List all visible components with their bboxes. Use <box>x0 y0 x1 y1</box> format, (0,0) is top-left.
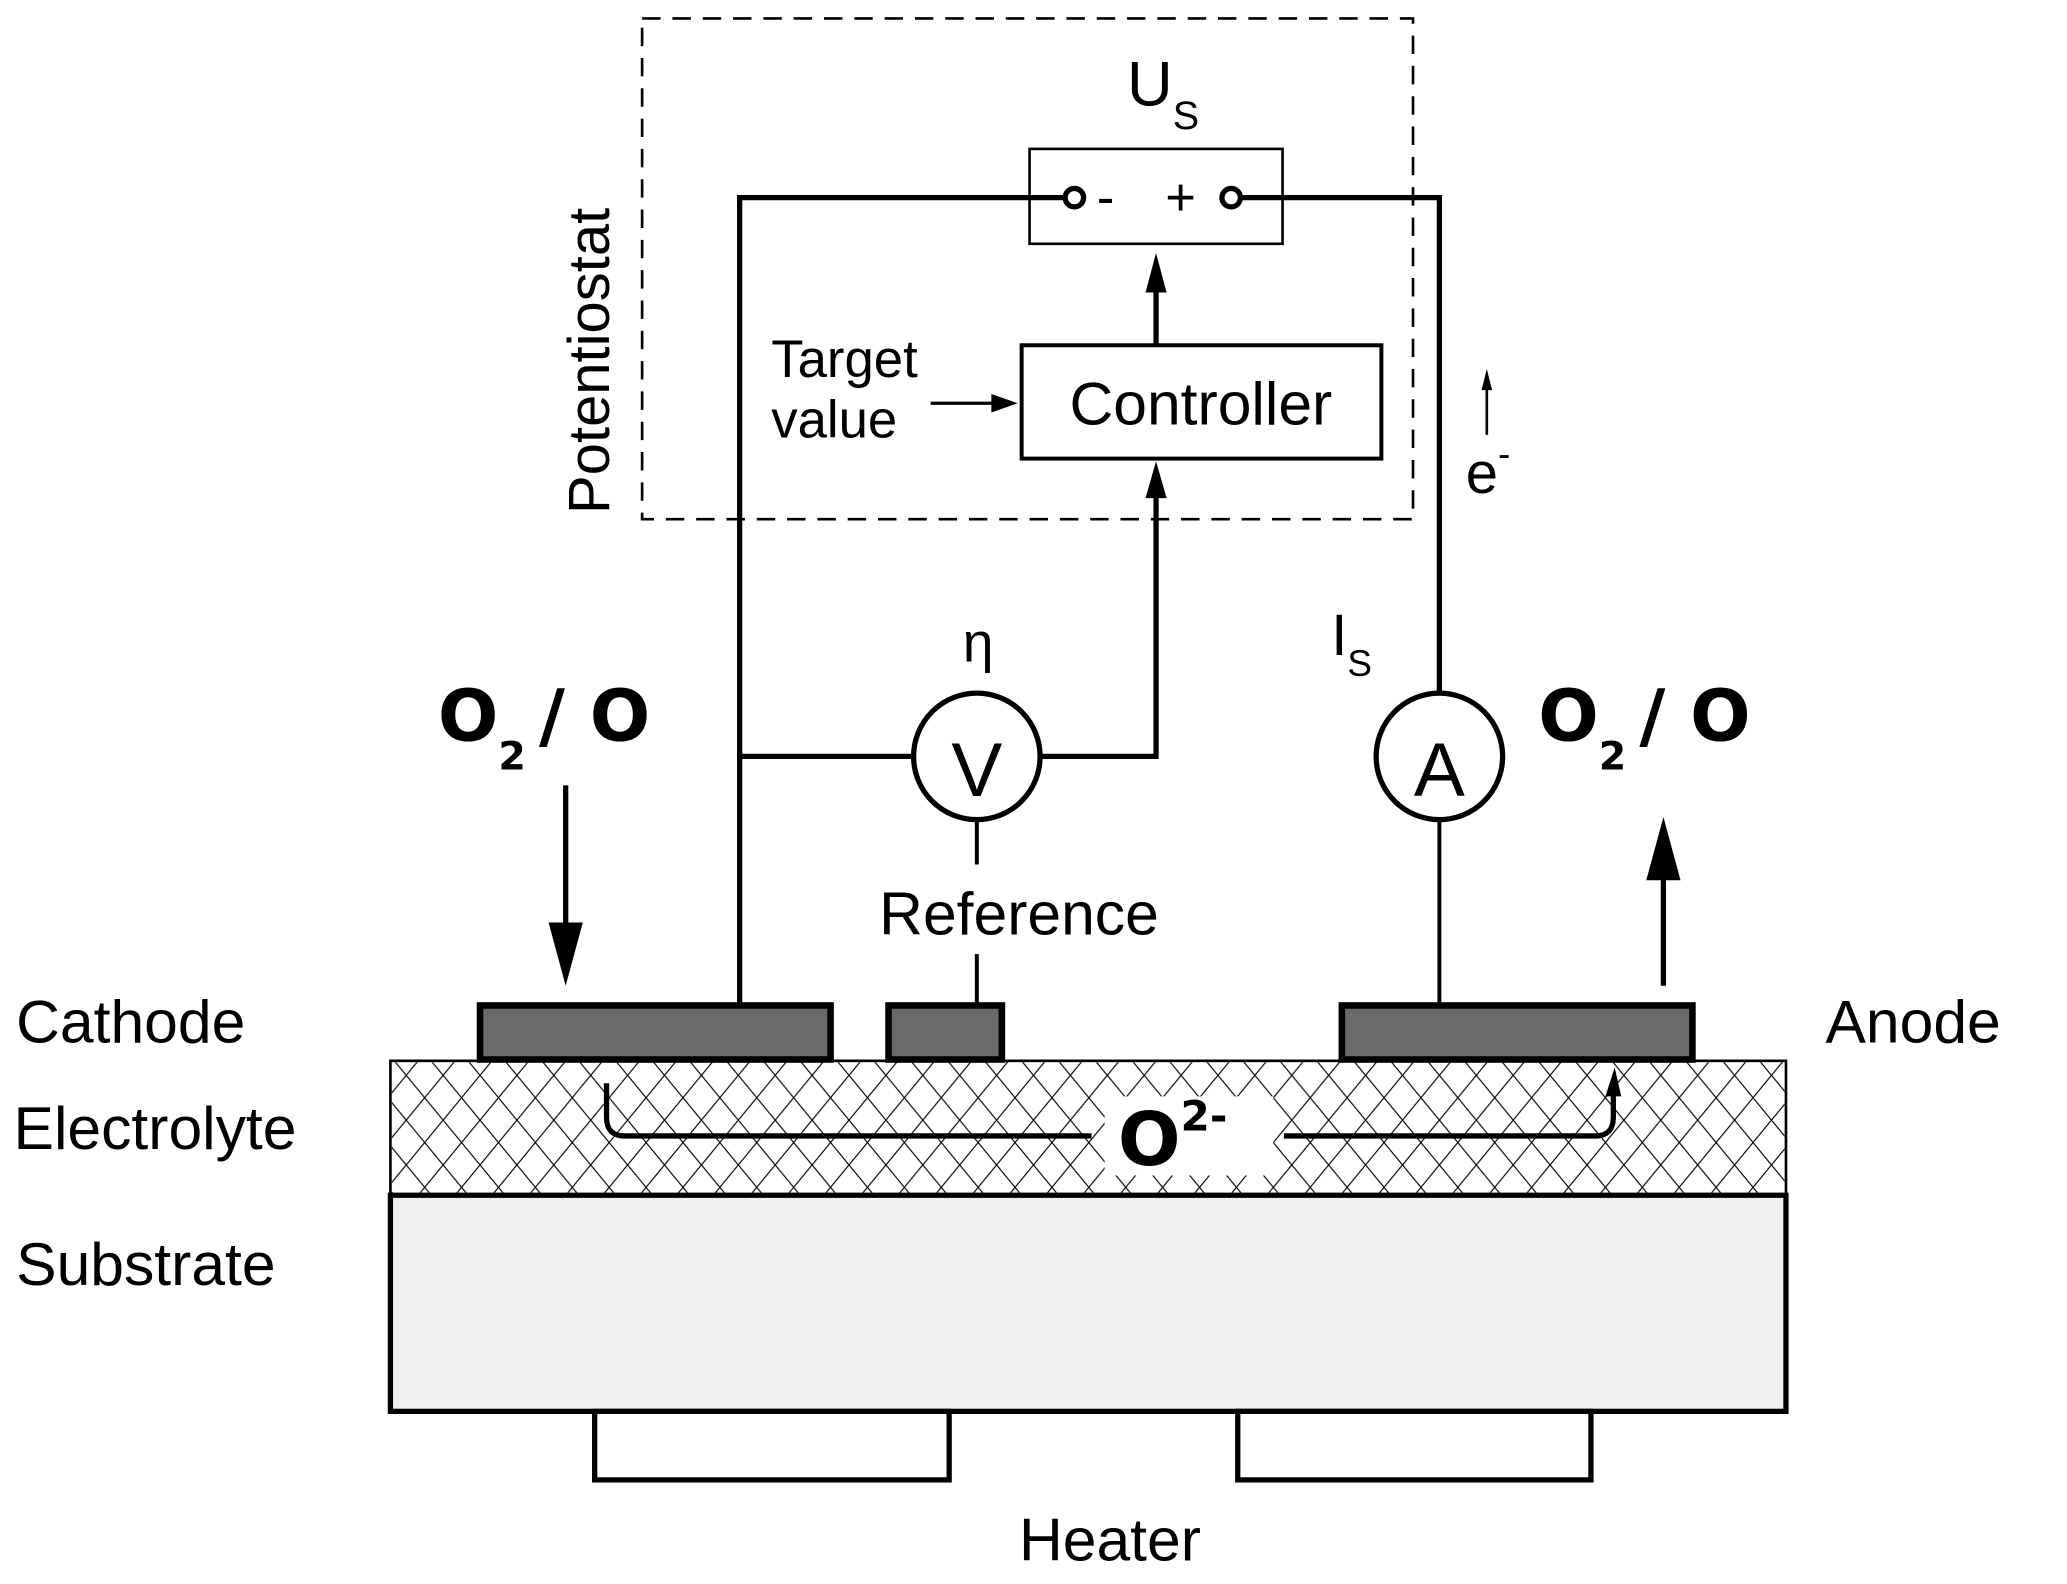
electron-label: e- <box>1466 434 1511 506</box>
ammeter-label: A <box>1414 728 1465 813</box>
us-label: US <box>1127 49 1199 138</box>
reference-electrode <box>885 1002 1006 1063</box>
ion-path-left <box>603 1083 1092 1139</box>
heater-right <box>1235 1408 1594 1483</box>
minus-sign: - <box>1097 168 1115 227</box>
gas-left-label: O2/ O <box>438 675 650 780</box>
voltmeter-label: V <box>951 728 1002 813</box>
substrate-layer <box>387 1192 1789 1415</box>
controller-label: Controller <box>1069 369 1332 437</box>
substrate-label: Substrate <box>16 1230 275 1298</box>
ion-label: O2- <box>1118 1092 1228 1183</box>
cathode-electrode <box>476 1002 834 1063</box>
plus-sign: + <box>1165 168 1196 227</box>
cathode-label: Cathode <box>16 987 245 1055</box>
eta-label: η <box>963 612 994 674</box>
electrolyte-label: Electrolyte <box>14 1094 297 1162</box>
controller-output-arrowhead <box>1145 253 1167 293</box>
gas-out-arrowhead <box>1646 817 1681 881</box>
heater-label: Heater <box>1019 1505 1201 1573</box>
anode-wire-top <box>1240 195 1443 694</box>
potentiostat-label: Potentiostat <box>558 208 622 514</box>
ion-path-arrowhead <box>1605 1067 1622 1097</box>
voltmeter-right-wire <box>1040 494 1159 760</box>
electron-arrowhead <box>1481 368 1493 391</box>
ion-label-bg <box>1104 1096 1274 1176</box>
plus-terminal <box>1219 185 1244 210</box>
controller-box <box>1019 343 1384 461</box>
target-value-arrowhead <box>991 394 1018 413</box>
is-label: IS <box>1331 604 1372 684</box>
anode-label: Anode <box>1826 987 2001 1055</box>
anode-electrode <box>1338 1002 1696 1063</box>
reference-label: Reference <box>879 879 1159 947</box>
electrolyte-hatch <box>391 1062 1785 1194</box>
ion-path-right <box>1283 1087 1616 1139</box>
gas-in-arrowhead <box>548 922 583 986</box>
heater-left <box>592 1408 952 1483</box>
gas-right-label: O2/ O <box>1538 675 1750 780</box>
controller-input-arrowhead <box>1145 461 1167 499</box>
cathode-wire <box>736 195 1066 1005</box>
ammeter <box>1373 690 1506 823</box>
minus-terminal <box>1062 185 1087 210</box>
voltage-source: US - + <box>1028 49 1284 246</box>
